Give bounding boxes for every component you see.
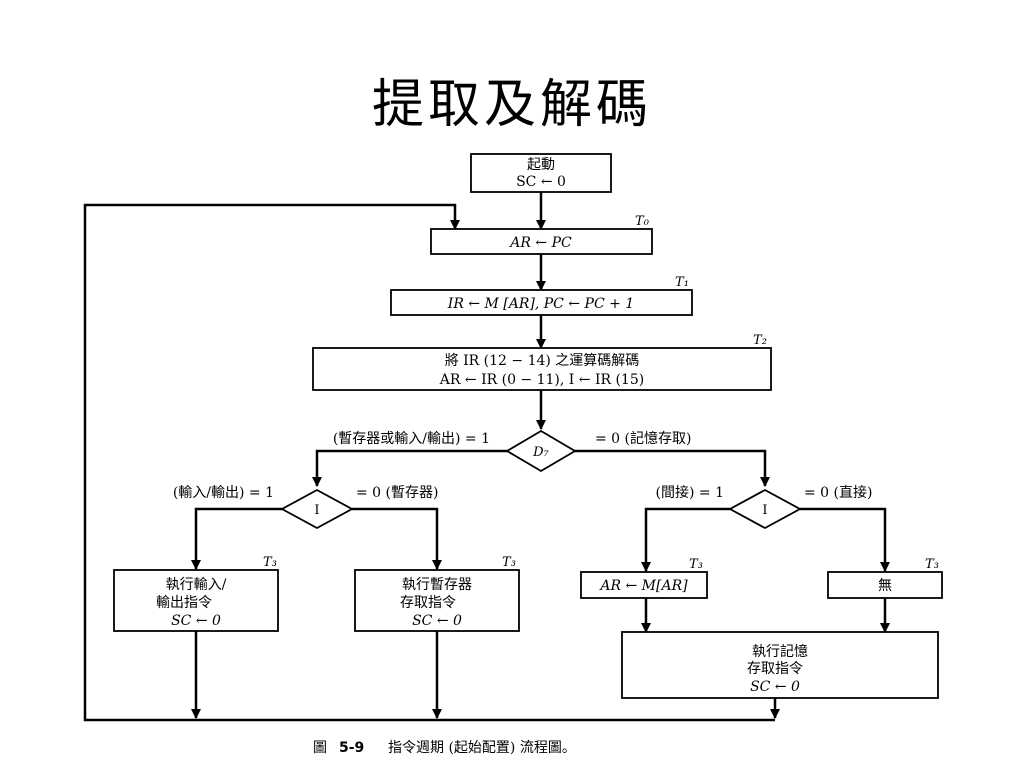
i-left-label: I: [314, 503, 319, 518]
io-t3-mark: T₃: [263, 555, 277, 570]
i-right-label: I: [762, 503, 767, 518]
t0-box-text: AR ← PC: [508, 235, 572, 251]
reg-exec-line3: SC ← 0: [412, 613, 462, 629]
t2-box: [312, 347, 772, 391]
d7-left-branch-label: (暫存器或輸入/輸出) = 1: [333, 431, 490, 447]
figure-caption: 圖 5-9 指令週期 (起始配置) 流程圖。: [313, 740, 576, 756]
t1-mark: T₁: [675, 275, 689, 290]
arrow-i-right-to-direct: [800, 507, 890, 572]
i-left-right-branch-label: = 0 (暫存器): [356, 485, 438, 501]
t0-mark: T₀: [635, 214, 650, 229]
start-box: [470, 153, 612, 193]
caption-prefix: 圖: [313, 740, 327, 756]
i-left-decision-diamond: [280, 488, 354, 530]
caption-number: 5-9: [339, 740, 364, 756]
i-right-right-branch-label: = 0 (直接): [804, 484, 872, 501]
i-right-left-branch-label: (間接) = 1: [656, 484, 724, 501]
arrow-i-left-to-io: [191, 507, 282, 570]
mem-exec-line1: 執行記憶: [752, 643, 808, 660]
reg-exec-line1: 執行暫存器: [402, 577, 472, 593]
mem-exec-box: [621, 631, 939, 699]
d7-right-branch-label: = 0 (記憶存取): [595, 430, 691, 447]
d7-decision-diamond: [505, 429, 577, 473]
slide-title: 提取及解碼: [371, 75, 652, 135]
t0-box: [430, 228, 653, 255]
direct-t3-mark: T₃: [925, 557, 939, 572]
direct-box: [827, 571, 943, 599]
t1-box-text: IR ← M [AR], PC ← PC + 1: [447, 296, 634, 312]
t2-line1: 將 IR (12 − 14) 之運算碼解碼: [445, 353, 640, 369]
indirect-box-text: AR ← M[AR]: [598, 578, 688, 594]
io-exec-line2: 輸出指令: [156, 595, 212, 611]
mem-exec-line3: SC ← 0: [750, 679, 800, 695]
connectors: [83, 192, 890, 722]
t1-box: [390, 289, 693, 316]
arrow-d7-left: [312, 449, 507, 487]
return-loop: [83, 203, 775, 722]
indirect-t3-mark: T₃: [689, 557, 703, 572]
io-exec-box: [113, 569, 279, 632]
reg-exec-line2: 存取指令: [400, 595, 456, 611]
t2-mark: T₂: [753, 333, 767, 348]
mem-exec-line2: 存取指令: [747, 661, 803, 677]
arrow-d7-right: [575, 449, 770, 487]
io-exec-line1: 執行輸入/: [166, 577, 227, 593]
arrow-i-left-to-reg: [352, 507, 442, 570]
reg-exec-box: [354, 569, 520, 632]
start-line2: SC ← 0: [516, 174, 566, 190]
arrow-i-right-to-indirect: [641, 507, 730, 572]
i-right-decision-diamond: [728, 488, 802, 530]
t2-line2: AR ← IR (0 − 11), I ← IR (15): [439, 372, 644, 388]
reg-t3-mark: T₃: [502, 555, 516, 570]
i-left-left-branch-label: (輸入/輸出) = 1: [173, 485, 274, 501]
caption-text: 指令週期 (起始配置) 流程圖。: [388, 740, 576, 756]
indirect-box: [580, 571, 708, 599]
d7-label: D₇: [532, 445, 549, 460]
direct-box-text: 無: [878, 578, 892, 594]
io-exec-line3: SC ← 0: [171, 613, 221, 629]
start-line1: 起動: [527, 157, 555, 173]
